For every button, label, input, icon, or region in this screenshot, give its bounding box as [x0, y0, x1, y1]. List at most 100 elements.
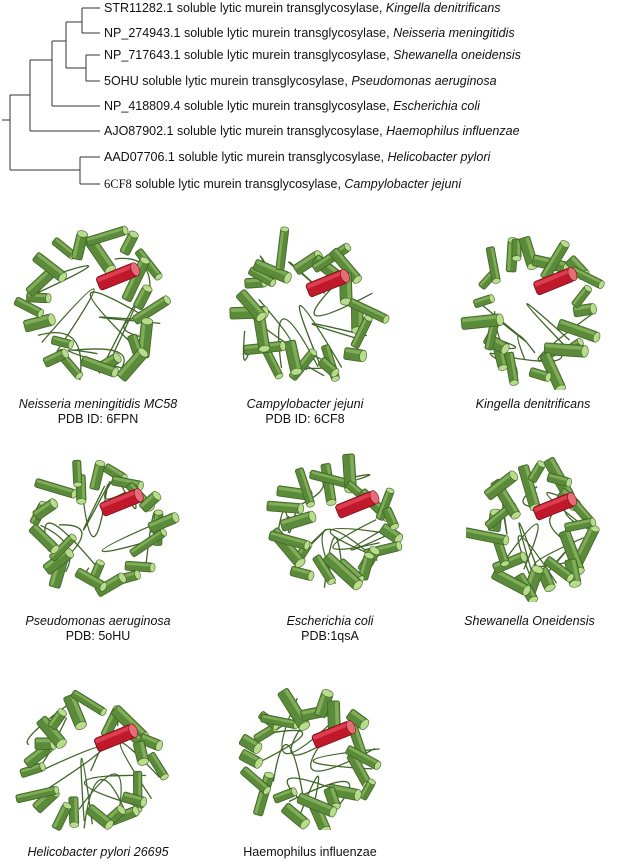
- helix-cylinder: [379, 523, 404, 545]
- leaf-species: Escherichia coli: [393, 99, 480, 113]
- helix-cylinder: [133, 284, 153, 311]
- species-name: Shewanella Oneidensis: [464, 614, 595, 628]
- helix-cylinder: [382, 506, 400, 531]
- helix-cylinder: [89, 460, 106, 491]
- pdb-id: PDB: 5oHU: [65, 629, 131, 643]
- species-name: Haemophilus influenzae: [243, 845, 377, 859]
- loop: [82, 480, 111, 531]
- helix-cylinder: [15, 785, 60, 803]
- helix-cylinder: [295, 467, 316, 508]
- loop: [37, 331, 82, 381]
- helix-cylinder: [343, 347, 368, 363]
- helix-cylinder: [540, 240, 570, 281]
- leaf-id: AAD07706.1: [104, 150, 175, 164]
- loop: [526, 303, 570, 349]
- helix-cylinder: [345, 745, 382, 770]
- highlighted-helix: [94, 723, 139, 752]
- structure-panel: [466, 452, 606, 602]
- tree-leaf: 5OHU soluble lytic murein transglycosyla…: [104, 73, 497, 89]
- helix-cylinder: [71, 230, 88, 261]
- tree-leaf: 6CF8 soluble lytic murein transglycosyla…: [104, 176, 461, 192]
- loop: [311, 323, 368, 339]
- loop: [503, 523, 539, 570]
- loop: [517, 334, 536, 359]
- helix-cylinder: [63, 693, 87, 730]
- helix-cylinder: [571, 284, 593, 309]
- highlighted-helix: [311, 720, 356, 749]
- tree-leaf: AJO87902.1 soluble lytic murein transgly…: [104, 123, 520, 139]
- helix-cylinder: [34, 478, 78, 499]
- helix-cylinder: [132, 295, 171, 325]
- leaf-id: NP_717643.1: [104, 48, 181, 62]
- leaf-species: Helicobacter pylori: [387, 150, 491, 164]
- leaf-id: AJO87902.1: [104, 124, 174, 138]
- helix-cylinder: [528, 367, 552, 382]
- leaf-description: soluble lytic murein transglycosylase,: [135, 177, 341, 191]
- species-name: Pseudomonas aeruginosa: [25, 614, 171, 628]
- helix-cylinder: [23, 313, 56, 333]
- helix-cylinder: [42, 348, 69, 368]
- helix-cylinder: [281, 802, 310, 830]
- loop: [350, 525, 392, 551]
- leaf-id: 5OHU: [104, 74, 139, 88]
- highlighted-helix: [532, 492, 577, 521]
- helix-cylinder: [466, 527, 510, 546]
- helix-cylinder: [346, 708, 370, 730]
- tree-leaf: NP_418809.4 soluble lytic murein transgl…: [104, 98, 480, 114]
- helix-cylinder: [572, 303, 597, 318]
- structure-panel: [220, 222, 390, 392]
- helix-cylinder: [32, 498, 59, 521]
- tree-leaf: STR11282.1 soluble lytic murein transgly…: [104, 0, 501, 16]
- helix-cylinder: [129, 528, 167, 558]
- helix-cylinder: [284, 339, 303, 376]
- structure-caption: Pseudomonas aeruginosa PDB: 5oHU: [0, 614, 196, 644]
- protein-structure-cartoon: [466, 456, 600, 602]
- loop: [332, 519, 380, 550]
- helix-cylinder: [146, 751, 169, 781]
- leaf-species: Haemophilus influenzae: [386, 124, 520, 138]
- loop: [262, 729, 304, 762]
- pdb-id: PDB ID: 6CF8: [265, 412, 345, 426]
- helix-cylinder: [527, 460, 546, 483]
- helix-cylinder: [544, 556, 575, 583]
- leaf-description: soluble lytic murein transglycosylase,: [176, 124, 383, 138]
- highlighted-helix: [99, 488, 144, 517]
- protein-structure-cartoon: [266, 453, 404, 591]
- helix-cylinder: [28, 523, 60, 554]
- helix-cylinder: [543, 342, 589, 358]
- helix-cylinder: [121, 791, 148, 808]
- leaf-id: 6CF8: [104, 177, 132, 191]
- pdb-id: PDB:1qsA: [301, 629, 359, 643]
- helix-cylinder: [485, 246, 501, 284]
- structure-caption: Helicobacter pylori 26695: [0, 845, 196, 860]
- tree-leaf: AAD07706.1 soluble lytic murein transgly…: [104, 149, 490, 165]
- leaf-id: NP_418809.4: [104, 99, 181, 113]
- highlighted-helix: [533, 267, 578, 295]
- helix-cylinder: [70, 689, 107, 717]
- loop: [287, 261, 325, 294]
- helix-cylinder: [289, 565, 315, 581]
- helix-cylinder: [85, 225, 129, 247]
- species-name: Neisseria meningitidis MC58: [18, 397, 178, 411]
- helix-cylinder: [329, 247, 363, 284]
- leaf-description: soluble lytic murein transglycosylase,: [183, 26, 390, 40]
- highlighted-helix: [335, 490, 380, 519]
- leaf-description: soluble lytic murein transglycosylase,: [142, 74, 348, 88]
- helix-cylinder: [139, 491, 162, 513]
- helix-cylinder: [266, 500, 305, 514]
- loop: [89, 291, 152, 351]
- helix-cylinder: [570, 266, 605, 290]
- helix-cylinder: [314, 689, 334, 718]
- structure-panel: [4, 212, 184, 392]
- helix-cylinder: [116, 347, 149, 382]
- leaf-id: STR11282.1: [104, 1, 174, 15]
- helix-cylinder: [68, 796, 80, 828]
- helix-cylinder: [268, 530, 311, 551]
- helix-cylinder: [539, 351, 566, 390]
- helix-cylinder: [47, 708, 67, 731]
- species-name: Kingella denitrificans: [475, 397, 591, 411]
- helix-cylinder: [296, 792, 337, 818]
- helix-cylinder: [13, 296, 45, 318]
- helix-cylinder: [19, 762, 46, 778]
- loop: [298, 304, 343, 368]
